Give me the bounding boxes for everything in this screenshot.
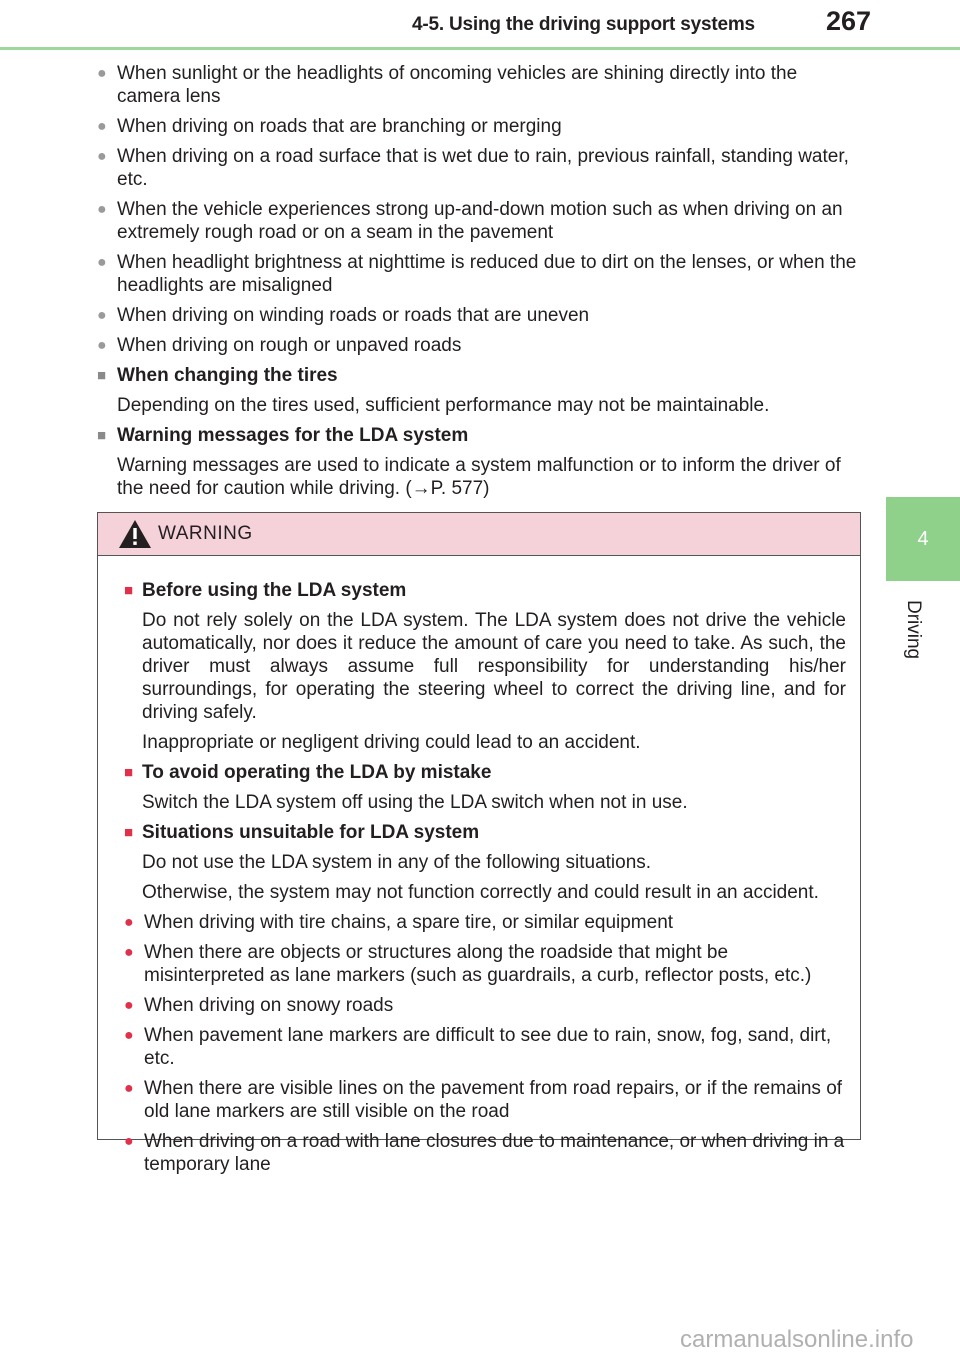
warning-text: Switch the LDA system off using the LDA … [142, 792, 688, 813]
list-item: ● When driving on rough or unpaved roads [97, 335, 462, 356]
warning-text: Otherwise, the system may not function c… [142, 882, 819, 903]
warning-text: Do not use the LDA system in any of the … [142, 852, 652, 873]
bullet-icon: ● [124, 1133, 134, 1150]
square-bullet-icon: ■ [124, 824, 134, 841]
section-heading: ■ When changing the tires [97, 365, 338, 386]
section-heading: ■ Before using the LDA system [124, 580, 407, 601]
bullet-icon: ● [124, 1080, 134, 1097]
bullet-icon: ● [97, 201, 107, 218]
bullet-icon: ● [124, 1027, 134, 1044]
bullet-icon: ● [97, 118, 107, 135]
chapter-tab[interactable]: 4 [886, 497, 960, 581]
list-item: ● When driving on a road with lane closu… [124, 1131, 845, 1175]
section-heading: ■ To avoid operating the LDA by mistake [124, 762, 492, 783]
square-bullet-icon: ■ [124, 582, 134, 599]
warning-header: WARNING [98, 513, 860, 556]
list-item: ● When driving on winding roads or roads… [97, 305, 590, 326]
bullet-icon: ● [97, 65, 107, 82]
square-bullet-icon: ■ [97, 427, 107, 444]
warning-text: Do not rely solely on the LDA system. Th… [142, 610, 846, 723]
bullet-icon: ● [97, 337, 107, 354]
warning-box: WARNING ■ Before using the LDA system Do… [97, 512, 861, 1175]
warning-text: Inappropriate or negligent driving could… [142, 732, 641, 753]
page-number: 267 [826, 6, 872, 36]
square-bullet-icon: ■ [97, 367, 107, 384]
list-item: ● When driving on a road surface that is… [97, 146, 849, 190]
watermark: carmanualsonline.info [680, 1326, 914, 1353]
list-item: ● When driving with tire chains, a spare… [124, 912, 674, 933]
bullet-icon: ● [124, 997, 134, 1014]
section-heading: ■ Warning messages for the LDA system [97, 425, 469, 446]
warning-title: WARNING [158, 523, 253, 544]
list-item: ● When sunlight or the headlights of onc… [97, 63, 798, 107]
square-bullet-icon: ■ [124, 764, 134, 781]
list-item: ● When driving on snowy roads [124, 995, 394, 1016]
bullet-icon: ● [97, 307, 107, 324]
chapter-tab-number: 4 [917, 527, 929, 550]
section-heading: ■ Situations unsuitable for LDA system [124, 822, 480, 843]
section-text: Warning messages are used to indicate a … [117, 455, 841, 499]
chapter-tab-label: Driving [903, 600, 924, 660]
section-text: Depending on the tires used, sufficient … [117, 395, 770, 416]
list-item: ● When headlight brightness at nighttime… [97, 252, 857, 296]
list-item: ● When the vehicle experiences strong up… [97, 199, 843, 243]
bullet-icon: ● [124, 944, 134, 961]
list-item: ● When driving on roads that are branchi… [97, 116, 562, 137]
bullet-icon: ● [124, 914, 134, 931]
warning-body: ■ Before using the LDA system Do not rel… [98, 556, 860, 1176]
list-item: ● When pavement lane markers are difficu… [124, 1025, 832, 1069]
bullet-icon: ● [97, 148, 107, 165]
main-content: ● When sunlight or the headlights of onc… [97, 62, 862, 507]
header-divider [0, 47, 960, 50]
page-section-title: 4-5. Using the driving support systems [412, 14, 755, 35]
warning-triangle-icon [119, 520, 151, 548]
bullet-icon: ● [97, 254, 107, 271]
list-item: ● When there are visible lines on the pa… [124, 1078, 843, 1122]
list-item: ● When there are objects or structures a… [124, 942, 812, 986]
